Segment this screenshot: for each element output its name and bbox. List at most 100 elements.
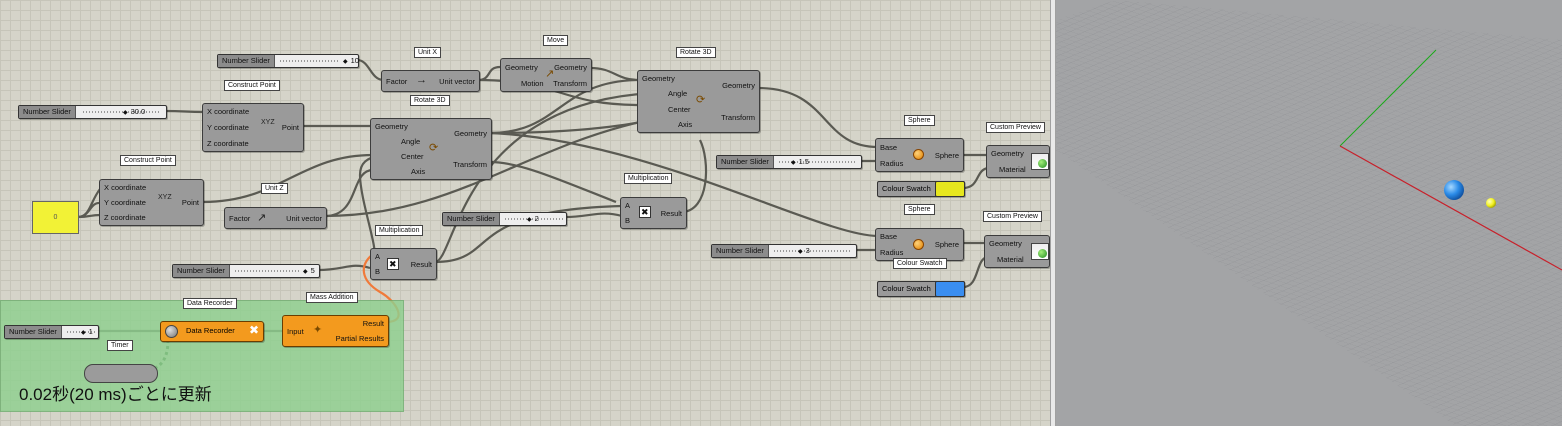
geometry-input[interactable]: Geometry — [989, 239, 1022, 249]
slider-track[interactable] — [774, 250, 852, 252]
number-slider-3[interactable]: Number Slider 3 — [711, 244, 857, 258]
result-output[interactable]: Result — [410, 259, 432, 269]
x-coordinate-input[interactable]: X coordinate — [207, 107, 250, 117]
center-input[interactable]: Center — [401, 152, 424, 161]
axis-input[interactable]: Axis — [411, 167, 426, 176]
b-input[interactable]: B — [375, 267, 381, 276]
motion-input[interactable]: Motion — [521, 78, 544, 88]
colour-swatch-yellow[interactable]: Colour Swatch — [877, 181, 965, 197]
y-axis-line — [1339, 49, 1437, 147]
rotate-3d-component[interactable]: Geometry Angle Center Axis ⟳ Geometry Tr… — [637, 70, 760, 133]
a-input[interactable]: A — [625, 201, 631, 210]
number-slider-10[interactable]: Number Slider 10 — [217, 54, 359, 68]
number-slider-1[interactable]: Number Slider 1 — [4, 325, 99, 339]
blue-sphere[interactable] — [1444, 180, 1464, 200]
slider-label: Number Slider — [5, 326, 62, 338]
axis-input[interactable]: Axis — [678, 119, 693, 129]
slider-track[interactable] — [779, 161, 857, 163]
unit-z-component[interactable]: Factor ↗ Unit vector — [224, 207, 327, 229]
transform-output[interactable]: Transform — [453, 160, 487, 169]
multiplication-component[interactable]: A B ✖ Result — [620, 197, 687, 229]
number-slider-2[interactable]: Number Slider 2 — [442, 212, 567, 226]
y-coordinate-input[interactable]: Y coordinate — [104, 198, 146, 207]
slider-track[interactable] — [83, 111, 161, 113]
b-input[interactable]: B — [625, 216, 631, 225]
rhino-viewport[interactable] — [1056, 0, 1562, 426]
swatch-label: Colour Swatch — [882, 184, 931, 193]
sphere-output[interactable]: Sphere — [934, 240, 959, 249]
a-input[interactable]: A — [375, 252, 381, 261]
rotate-3d-title: Rotate 3D — [676, 47, 716, 58]
data-recorder-component[interactable]: Data Recorder ✖ — [160, 321, 264, 342]
number-slider-1-5[interactable]: Number Slider 1.5 — [716, 155, 862, 169]
number-slider-30[interactable]: Number Slider 30.0 — [18, 105, 167, 119]
sphere-output[interactable]: Sphere — [934, 150, 959, 160]
grasshopper-canvas[interactable]: Number Slider 10 Number Slider 30.0 Numb… — [0, 0, 1050, 426]
timer-component[interactable] — [84, 364, 158, 383]
geometry-output[interactable]: Geometry — [722, 81, 755, 90]
update-interval-note: 0.02秒(20 ms)ごとに更新 — [19, 385, 212, 404]
slider-label: Number Slider — [218, 55, 275, 67]
radius-input[interactable]: Radius — [880, 247, 904, 257]
number-slider-5[interactable]: Number Slider 5 — [172, 264, 320, 278]
swatch-color[interactable] — [935, 281, 965, 297]
panel-value: 0 — [53, 214, 58, 221]
point-output[interactable]: Point — [281, 123, 299, 132]
factor-input[interactable]: Factor — [229, 213, 251, 223]
input-param[interactable]: Input — [287, 326, 304, 336]
geometry-input[interactable]: Geometry — [375, 122, 408, 131]
factor-input[interactable]: Factor — [386, 76, 408, 86]
preview-icon — [1031, 243, 1049, 260]
multiplication-component[interactable]: A B ✖ Result — [370, 248, 437, 280]
transform-output[interactable]: Transform — [721, 113, 755, 122]
z-coordinate-input[interactable]: Z coordinate — [207, 138, 249, 148]
sphere-component[interactable]: Base Radius Sphere — [875, 228, 964, 261]
geometry-input[interactable]: Geometry — [505, 62, 538, 72]
unit-vector-output[interactable]: Unit vector — [286, 213, 322, 223]
colour-swatch-blue[interactable]: Colour Swatch — [877, 281, 965, 297]
mass-addition-icon: ✦ — [313, 324, 323, 336]
rotate-icon: ⟳ — [429, 142, 439, 154]
custom-preview-component[interactable]: Geometry Material — [986, 145, 1050, 178]
yellow-sphere[interactable] — [1486, 198, 1496, 208]
unit-vector-output[interactable]: Unit vector — [439, 76, 475, 86]
panel-divider[interactable] — [1050, 0, 1056, 426]
sphere-component[interactable]: Base Radius Sphere — [875, 138, 964, 172]
y-coordinate-input[interactable]: Y coordinate — [207, 122, 249, 132]
rotate-3d-title: Rotate 3D — [410, 95, 450, 106]
slider-track[interactable] — [280, 60, 340, 62]
angle-input[interactable]: Angle — [401, 137, 421, 146]
mass-addition-component[interactable]: Input ✦ Result Partial Results — [282, 315, 389, 347]
x-coordinate-input[interactable]: X coordinate — [104, 183, 147, 192]
z-coordinate-input[interactable]: Z coordinate — [104, 213, 146, 222]
result-output[interactable]: Result — [362, 319, 384, 328]
custom-preview-component[interactable]: Geometry Material — [984, 235, 1050, 268]
slider-track[interactable] — [235, 270, 301, 272]
base-input[interactable]: Base — [880, 142, 898, 152]
geometry-output[interactable]: Geometry — [554, 62, 587, 72]
geometry-input[interactable]: Geometry — [991, 149, 1024, 159]
partial-results-output[interactable]: Partial Results — [335, 334, 384, 343]
result-output[interactable]: Result — [660, 208, 682, 218]
center-input[interactable]: Center — [668, 104, 691, 114]
point-xyz-icon: XYZ — [158, 194, 172, 201]
angle-input[interactable]: Angle — [668, 89, 688, 99]
unit-x-component[interactable]: Factor → Unit vector — [381, 70, 480, 92]
base-input[interactable]: Base — [880, 232, 898, 242]
value-panel[interactable]: 0 — [32, 201, 79, 234]
construct-point-component[interactable]: X coordinate Y coordinate Z coordinate X… — [202, 103, 304, 152]
rotate-3d-component[interactable]: Geometry Angle Center Axis ⟳ Geometry Tr… — [370, 118, 492, 180]
material-input[interactable]: Material — [999, 164, 1026, 174]
slider-value: 3 — [798, 245, 810, 258]
move-component[interactable]: Geometry Motion ↗ Geometry Transform — [500, 58, 592, 92]
point-output[interactable]: Point — [181, 198, 199, 207]
record-icon[interactable] — [165, 325, 178, 338]
geometry-output[interactable]: Geometry — [454, 129, 487, 138]
swatch-color[interactable] — [935, 181, 965, 197]
material-input[interactable]: Material — [997, 254, 1024, 264]
radius-input[interactable]: Radius — [880, 158, 904, 168]
construct-point-component[interactable]: X coordinate Y coordinate Z coordinate X… — [99, 179, 204, 226]
geometry-input[interactable]: Geometry — [642, 74, 675, 84]
clear-icon[interactable]: ✖ — [248, 323, 259, 337]
transform-output[interactable]: Transform — [553, 78, 587, 88]
